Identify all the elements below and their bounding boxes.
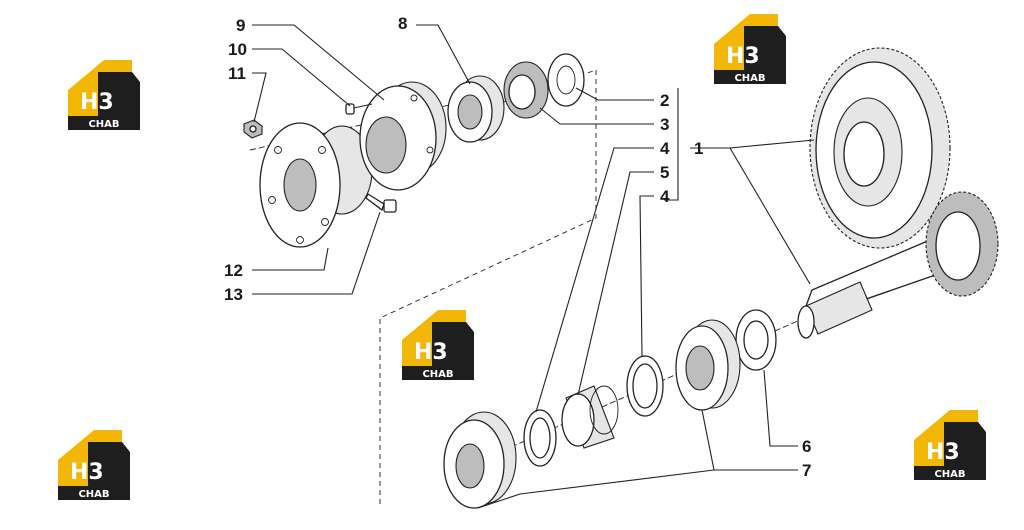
part-housing xyxy=(359,81,447,191)
part-bearing-upper xyxy=(447,75,505,143)
watermark-logo: H3 CHAB xyxy=(58,430,130,500)
watermark-caption: CHAB xyxy=(734,73,765,84)
part-nut xyxy=(243,119,263,139)
watermark-caption: CHAB xyxy=(88,119,119,130)
watermark-caption: CHAB xyxy=(422,369,453,380)
part-spacer-ring xyxy=(735,309,777,371)
callout-10: 10 xyxy=(228,40,247,59)
part-bearing-lower-right xyxy=(675,319,741,411)
part-flange xyxy=(259,122,373,248)
callout-2: 2 xyxy=(660,91,669,110)
watermark-mark: H3 xyxy=(80,90,114,115)
callout-13: 13 xyxy=(224,285,243,304)
part-bearing-lower-left xyxy=(443,411,517,509)
callout-4-upper: 4 xyxy=(660,139,670,158)
part-ring-gear xyxy=(809,47,951,249)
watermark-mark: H3 xyxy=(726,44,760,69)
callout-12: 12 xyxy=(224,261,243,280)
callout-11: 11 xyxy=(228,64,246,83)
watermark-logo: H3 CHAB xyxy=(68,60,140,130)
part-collapsible-spacer xyxy=(561,385,619,449)
callout-labels: 9 10 11 8 2 3 4 1 5 4 12 13 6 7 xyxy=(224,14,811,480)
callout-7: 7 xyxy=(802,461,811,480)
callout-3: 3 xyxy=(660,115,669,134)
callout-4-lower: 4 xyxy=(660,187,670,206)
watermark-logo: H3 CHAB xyxy=(402,310,474,380)
part-ring-right xyxy=(626,355,664,417)
callout-1: 1 xyxy=(694,139,703,158)
watermark-caption: CHAB xyxy=(934,469,965,480)
watermark-mark: H3 xyxy=(70,460,104,485)
part-washer-upper xyxy=(547,53,585,107)
callout-5: 5 xyxy=(660,163,669,182)
callout-8: 8 xyxy=(398,14,407,33)
part-pinion-shaft xyxy=(797,191,999,339)
callout-9: 9 xyxy=(236,16,245,35)
part-bolt xyxy=(365,193,397,213)
leader-lines xyxy=(252,24,815,509)
part-screw xyxy=(345,103,373,115)
watermark-mark: H3 xyxy=(414,340,448,365)
watermark-mark: H3 xyxy=(926,440,960,465)
part-castle-nut xyxy=(503,61,549,119)
watermark-logo: H3 CHAB xyxy=(914,410,986,480)
watermark-logo: H3 CHAB xyxy=(714,14,786,84)
callout-6: 6 xyxy=(802,437,811,456)
part-ring-left xyxy=(523,409,557,467)
watermark-caption: CHAB xyxy=(78,489,109,500)
